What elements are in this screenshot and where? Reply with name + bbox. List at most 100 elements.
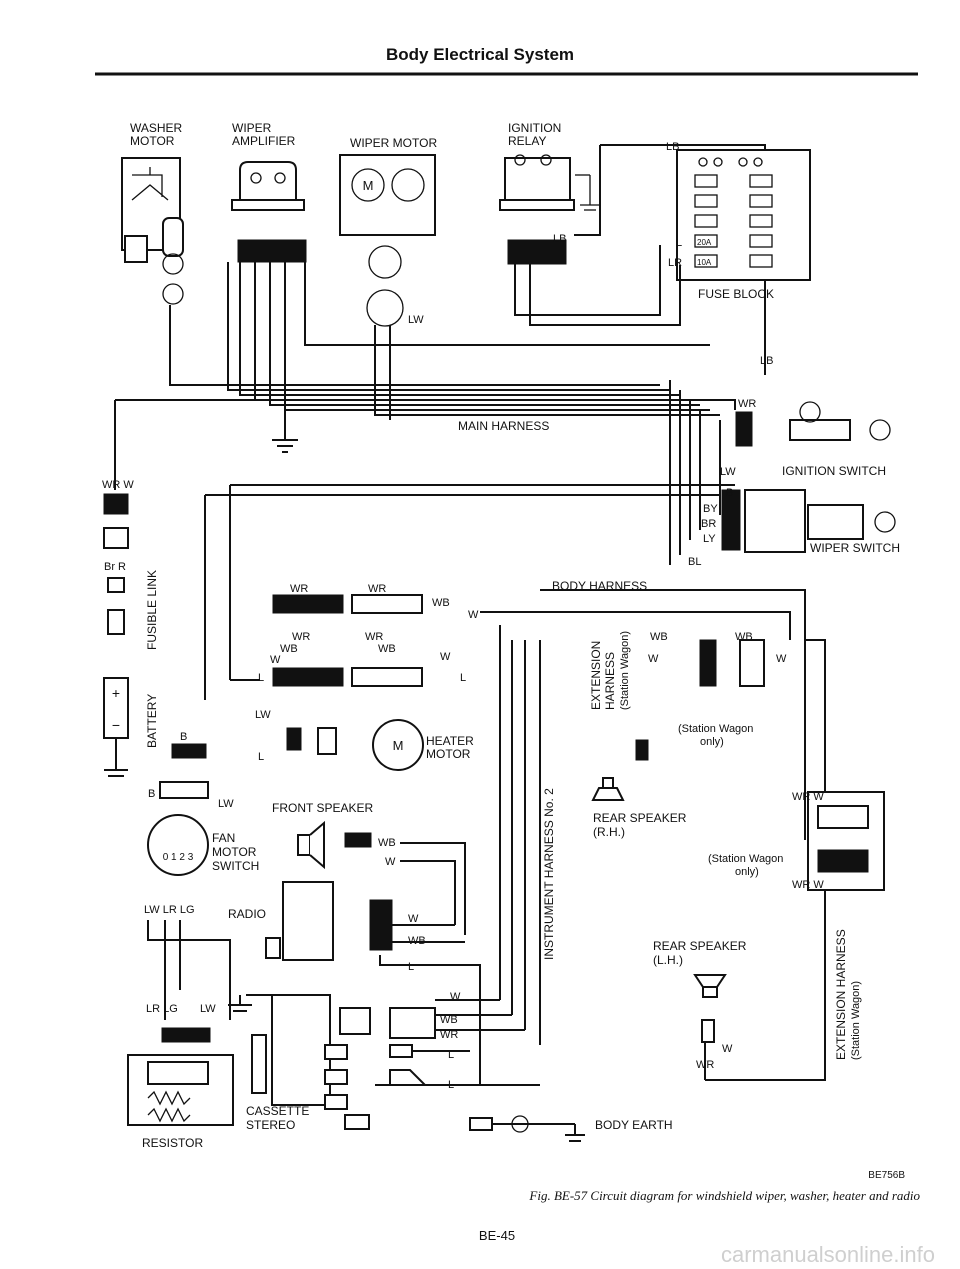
radio-label: RADIO (228, 907, 266, 921)
wire-label-lwlrlg: LW LR LG (144, 904, 195, 916)
fuse-20a-label: 20A (697, 238, 712, 247)
svg-text:WIPER SWITCH: WIPER SWITCH (810, 541, 900, 555)
wire-label-l-c3: L (258, 672, 264, 684)
wire-label-wb-ext: WB (650, 631, 668, 643)
fuse-block: 20A 10A FUSE BLOCK LB L LR LB (666, 141, 811, 367)
page-title: Body Electrical System (386, 45, 574, 64)
svg-text:(Station Wagon: (Station Wagon (708, 853, 783, 865)
svg-text:WIPER MOTOR: WIPER MOTOR (350, 136, 437, 150)
page-number: BE-45 (479, 1228, 515, 1243)
wire-label-brr: Br R (104, 561, 126, 573)
svg-text:SWITCH: SWITCH (212, 859, 259, 873)
station-wagon-right: WR W WR W (Station Wagon only) (708, 791, 885, 891)
washer-motor: WASHER MOTOR (121, 121, 184, 305)
wire-label-l-heater: L (258, 751, 264, 763)
wire-label-lb-relay: LB (553, 233, 566, 245)
svg-text:RELAY: RELAY (508, 134, 546, 148)
svg-text:EXTENSION HARNESS: EXTENSION HARNESS (834, 929, 848, 1060)
body-harness-wires (204, 484, 826, 1081)
svg-text:REAR SPEAKER: REAR SPEAKER (653, 939, 747, 953)
wire-label-wb-cass: WB (440, 1014, 458, 1026)
fuse-block-label: FUSE BLOCK (698, 287, 774, 301)
wire-label-lr-fuse: LR (668, 257, 682, 269)
wire-label-lw-fan: LW (218, 798, 234, 810)
wire-label-b-fan: B (148, 788, 155, 800)
svg-text:(R.H.): (R.H.) (593, 825, 625, 839)
wire-label-wrw-top: WR W (792, 791, 824, 803)
wire-label-l-radio: L (408, 961, 414, 973)
wire-label-lw-res: LW (200, 1003, 216, 1015)
wire-label-lb-fuse: LB (666, 141, 679, 153)
battery-label: BATTERY (145, 694, 159, 748)
wire-label-wb-c2: WB (432, 597, 450, 609)
wiper-motor: WIPER MOTOR M LW (339, 136, 437, 327)
instrument-harness-label: INSTRUMENT HARNESS No. 2 (542, 788, 556, 960)
wire-label-w-ext: W (648, 653, 659, 665)
svg-text:AMPLIFIER: AMPLIFIER (232, 134, 296, 148)
wire-label-wr-c2: WR (368, 583, 386, 595)
wire-label-w-cass: W (450, 991, 461, 1003)
svg-text:MOTOR: MOTOR (426, 747, 471, 761)
fan-motor-switch: B LW 0 1 2 3 FAN MOTOR SWITCH LW LR LG L… (144, 781, 259, 1043)
wire-label-lw-heater: LW (255, 709, 271, 721)
resistor-label: RESISTOR (142, 1136, 203, 1150)
cassette-label-2: STEREO (246, 1118, 295, 1132)
wire-label-by-sw: BY (703, 503, 718, 515)
front-speaker: FRONT SPEAKER WB W (272, 801, 466, 935)
wiper-amplifier: WIPER AMPLIFIER (231, 121, 307, 263)
wire-label-wb-c4: WB (378, 643, 396, 655)
wire-label-wr-ign: WR (738, 398, 756, 410)
svg-text:EXTENSION: EXTENSION (589, 641, 603, 710)
fan-switch-numbers: 0 1 2 3 (163, 852, 194, 863)
wire-label-wr-c1: WR (290, 583, 308, 595)
svg-text:(Station Wagon: (Station Wagon (678, 723, 753, 735)
wire-label-w-c2: W (468, 609, 479, 621)
svg-text:only): only) (700, 736, 724, 748)
wire-label-b-heater: B (180, 731, 187, 743)
wire-label-wb-c3: WB (280, 643, 298, 655)
main-harness-wires (115, 144, 766, 565)
cassette-label-1: CASSETTE (246, 1104, 309, 1118)
extension-harness-2: EXTENSION HARNESS (Station Wagon) (834, 929, 862, 1060)
wire-label-lw-motor: LW (408, 314, 424, 326)
wiper-motor-m-label: M (363, 178, 374, 193)
svg-text:FAN: FAN (212, 831, 235, 845)
wire-label-wr-c3: WR (292, 631, 310, 643)
svg-text:−: − (112, 717, 120, 733)
wire-label-wb-spk: WB (378, 837, 396, 849)
ignition-switch: WR IGNITION SWITCH LW (720, 398, 891, 478)
wire-label-ly-sw: LY (703, 533, 716, 545)
fusible-link-label: FUSIBLE LINK (145, 570, 159, 650)
fuse-10a-label: 10A (697, 258, 712, 267)
cassette-stereo: CASSETTE STEREO W WB WR L L (228, 991, 540, 1132)
svg-text:HARNESS: HARNESS (603, 652, 617, 710)
svg-text:WIPER: WIPER (232, 121, 272, 135)
wire-label-l-fuse: L (676, 237, 682, 249)
wire-label-wr-c4: WR (365, 631, 383, 643)
wire-label-lrlg: LR LG (146, 1003, 178, 1015)
wire-label-w-lh: W (722, 1043, 733, 1055)
rear-speaker-lh: REAR SPEAKER (L.H.) W WR (653, 939, 747, 1071)
body-earth-label: BODY EARTH (595, 1118, 673, 1132)
svg-text:+: + (112, 685, 120, 701)
wire-label-w-radio: W (408, 913, 419, 925)
wire-label-w-ext2: W (776, 653, 787, 665)
svg-text:(Station Wagon): (Station Wagon) (619, 631, 631, 710)
resistor: RESISTOR (127, 1054, 234, 1150)
connectors-row1: WR WR WB W WR WB W L WR WB W L (258, 583, 479, 687)
front-speaker-label: FRONT SPEAKER (272, 801, 373, 815)
main-harness-label: MAIN HARNESS (458, 419, 549, 433)
extension-harness-1: EXTENSION HARNESS (Station Wagon) WB WB … (589, 631, 787, 839)
wire-label-bl-sw: BL (688, 556, 701, 568)
heater-motor: M HEATER MOTOR LW L B (171, 709, 474, 771)
svg-text:REAR SPEAKER: REAR SPEAKER (593, 811, 687, 825)
svg-text:MOTOR: MOTOR (212, 845, 257, 859)
wire-label-wr-cass: WR (440, 1029, 458, 1041)
heater-motor-m-label: M (393, 738, 404, 753)
body-earth: BODY EARTH (469, 1115, 673, 1142)
wiper-switch: WIPER SWITCH B BY BR LY BL (688, 487, 900, 568)
battery-section: WR W Br R FUSIBLE LINK + − BATTERY (102, 400, 159, 777)
wire-label-b-sw: B (726, 487, 733, 499)
svg-text:HEATER: HEATER (426, 734, 474, 748)
